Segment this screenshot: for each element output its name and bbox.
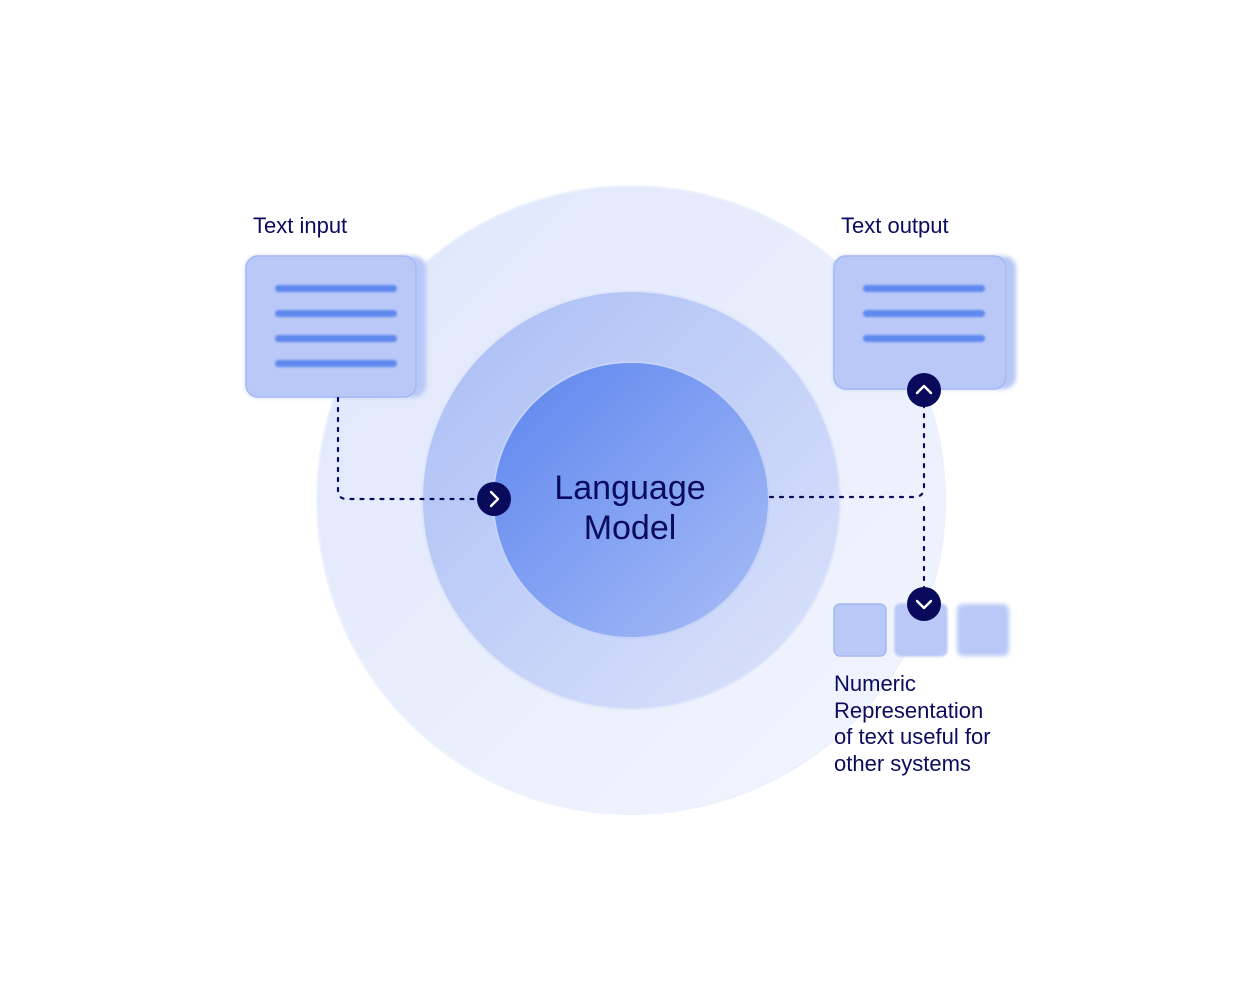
input-document-card [245, 255, 426, 398]
numeric-label-line: Numeric [834, 671, 916, 696]
input-text-line [275, 360, 397, 367]
numeric-representation-label: Numeric Representation of text useful fo… [834, 671, 991, 777]
language-model-label: Language Model [500, 468, 760, 548]
output-document-card [833, 255, 1016, 390]
text-input-label: Text input [253, 213, 348, 238]
numeric-blocks [833, 603, 1009, 657]
input-connector [336, 396, 480, 501]
numeric-block [833, 603, 887, 657]
language-model-line: Language [554, 469, 706, 507]
input-text-line [275, 310, 397, 317]
output-text-line [863, 285, 985, 292]
chevron-right-icon [477, 482, 511, 516]
output-text-line [863, 310, 985, 317]
output-text-line [863, 335, 985, 342]
numeric-label-line: Representation [834, 697, 984, 723]
chevron-up-icon [907, 373, 941, 407]
input-text-line [275, 285, 397, 292]
input-text-line [275, 335, 397, 342]
numeric-block [957, 604, 1009, 656]
numeric-label-line: other systems [834, 750, 971, 776]
numeric-label-line: of text useful for [834, 724, 991, 749]
chevron-down-icon [907, 587, 941, 621]
language-model-line: Model [583, 509, 677, 547]
text-output-label: Text output [841, 213, 949, 238]
output-connector [768, 404, 926, 499]
